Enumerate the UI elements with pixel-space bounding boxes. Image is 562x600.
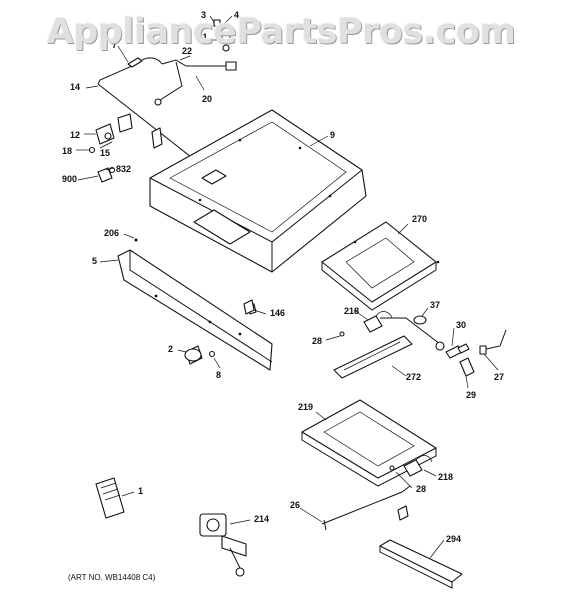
burner-270: [321, 221, 440, 311]
label-272: 272: [406, 372, 421, 382]
label-11: 11: [198, 32, 208, 42]
label-7: 7: [112, 40, 117, 50]
leader-lines: [76, 15, 499, 559]
label-219: 219: [298, 402, 313, 412]
fittings-30: [445, 343, 470, 359]
label-270: 270: [412, 214, 427, 224]
label-294: 294: [446, 534, 461, 544]
label-4: 4: [234, 10, 239, 20]
burner-272: [333, 317, 445, 379]
label-218-upper: 218: [344, 306, 359, 316]
part-labels: 3 4 2 7 11 22 20 14 9 12 15 18 832 900 2…: [62, 10, 504, 544]
screw-28-upper: [339, 331, 345, 337]
tube-27: [479, 329, 507, 355]
label-1: 1: [138, 486, 143, 496]
label-900: 900: [62, 174, 77, 184]
gas-tube-20: [154, 59, 237, 106]
label-30: 30: [456, 320, 466, 330]
label-28-upper: 28: [312, 336, 322, 346]
label-3: 3: [201, 10, 206, 20]
burner-219: [301, 399, 437, 487]
manifold-panel: [117, 249, 273, 371]
label-27: 27: [494, 372, 504, 382]
valve-214: [199, 513, 247, 577]
valve-bracket: [88, 113, 133, 154]
literature-1: [95, 477, 125, 519]
clip-37: [413, 315, 427, 325]
label-206: 206: [104, 228, 119, 238]
label-22: 22: [182, 46, 192, 56]
shield-294: [379, 539, 463, 589]
knob-2: [184, 345, 203, 365]
label-26: 26: [290, 500, 300, 510]
elbow-29: [459, 357, 475, 377]
label-5: 5: [92, 256, 97, 266]
art-number: (ART NO. WB14408 C4): [68, 573, 156, 582]
burner-tube-26: [321, 485, 411, 531]
label-37: 37: [430, 300, 440, 310]
screw-206: [134, 238, 138, 242]
fitting-3-4: [213, 19, 231, 52]
igniter-218-upper: [363, 311, 393, 333]
igniter-218-lower: [403, 455, 433, 477]
label-20: 20: [202, 94, 212, 104]
label-218-lower: 218: [438, 472, 453, 482]
label-12: 12: [70, 130, 80, 140]
label-8: 8: [216, 370, 221, 380]
label-29: 29: [466, 390, 476, 400]
label-146: 146: [270, 308, 285, 318]
label-832: 832: [116, 164, 131, 174]
screw-28-lower: [389, 465, 395, 471]
screw-8: [208, 350, 216, 358]
label-15: 15: [100, 148, 110, 158]
label-9: 9: [330, 130, 335, 140]
label-18: 18: [62, 146, 72, 156]
label-14: 14: [70, 82, 80, 92]
burner-box: [149, 109, 367, 273]
label-2: 2: [168, 344, 173, 354]
label-28-lower: 28: [416, 484, 426, 494]
label-2-top: 2: [102, 40, 107, 50]
label-214: 214: [254, 514, 269, 524]
